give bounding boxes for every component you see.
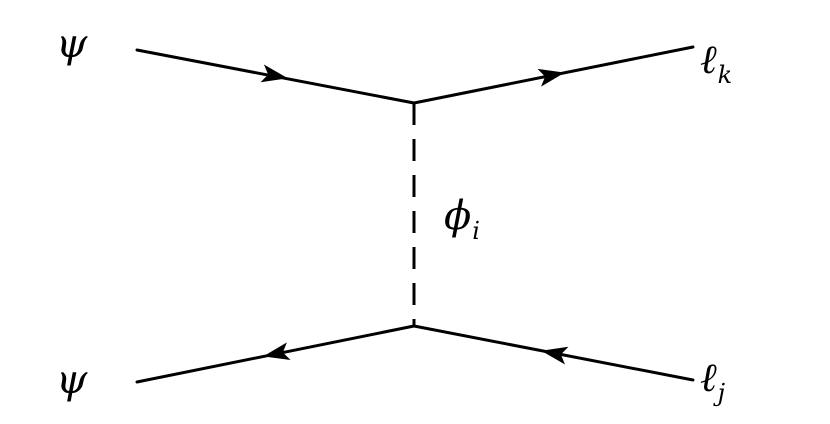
psi-top-symbol: ψ bbox=[56, 21, 88, 67]
lepton-k-label: ℓk bbox=[700, 37, 732, 87]
arrow-lepton-k bbox=[537, 68, 565, 87]
scalar-phi-symbol: ϕ bbox=[444, 193, 472, 239]
arrow-outgoing-psi bbox=[263, 342, 291, 361]
psi-top-label: ψ bbox=[56, 24, 87, 64]
lepton-j-index: j bbox=[717, 379, 726, 407]
lepton-k-index: k bbox=[717, 61, 733, 89]
psi-bottom-label: ψ bbox=[56, 360, 87, 400]
lepton-j-symbol: ℓ bbox=[700, 355, 717, 401]
scalar-phi-index: i bbox=[472, 217, 480, 245]
lepton-j-label: ℓj bbox=[700, 355, 725, 405]
psi-bottom-symbol: ψ bbox=[56, 357, 88, 403]
arrow-incoming-psi bbox=[260, 64, 288, 83]
arrow-lepton-j bbox=[541, 346, 569, 365]
scalar-phi-label: ϕi bbox=[444, 193, 480, 243]
lepton-k-symbol: ℓ bbox=[700, 37, 717, 83]
